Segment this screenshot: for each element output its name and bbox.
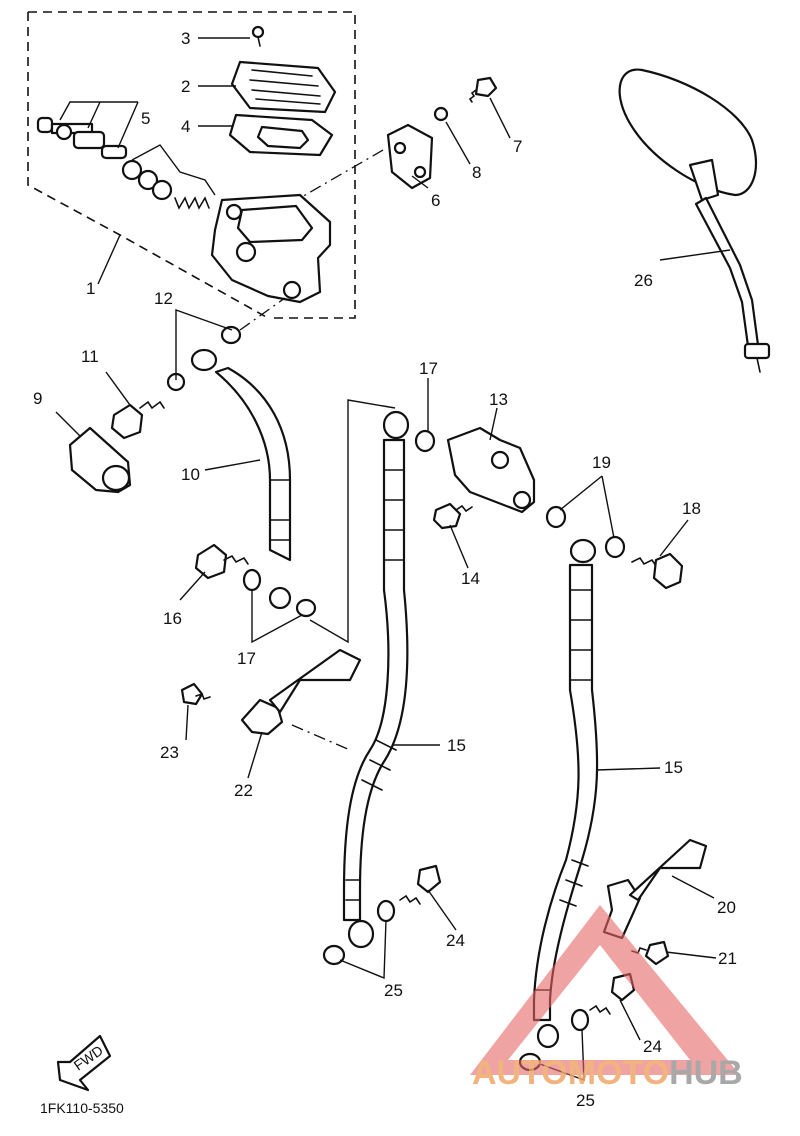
label-part-24a: 24	[446, 931, 465, 950]
label-part-14: 14	[461, 569, 480, 588]
label-part-22: 22	[234, 781, 253, 800]
label-part-7: 7	[513, 137, 522, 156]
label-part-17b: 17	[419, 359, 438, 378]
brake-hose-part-15b	[532, 538, 599, 1049]
label-part-8: 8	[472, 163, 481, 182]
label-part-1: 1	[86, 279, 95, 298]
svg-text:AUTOMOTOHUB: AUTOMOTOHUB	[472, 1054, 743, 1092]
washer-part-17c	[414, 429, 436, 453]
label-part-25b: 25	[576, 1091, 595, 1110]
piston-kit-part-5	[36, 101, 216, 210]
leader-lines	[55, 37, 731, 1082]
diaphragm-part-4	[228, 113, 334, 157]
union-bolt-part-11	[110, 400, 165, 440]
holder-part-6	[386, 123, 434, 190]
cover-part-9	[68, 426, 132, 494]
washer-part-12	[220, 325, 242, 345]
joint-part-13	[446, 426, 536, 514]
label-part-12: 12	[154, 289, 173, 308]
label-part-5: 5	[141, 109, 150, 128]
label-part-26: 26	[634, 271, 653, 290]
washer-part-8	[433, 106, 449, 122]
bolt-part-16	[194, 543, 249, 580]
label-part-11: 11	[81, 347, 99, 366]
label-part-15a: 15	[447, 736, 466, 755]
bolt-part-18	[631, 552, 684, 590]
bolt-part-7	[468, 76, 498, 103]
bolt-part-24a	[399, 864, 442, 905]
label-part-18: 18	[682, 499, 701, 518]
screw-part-23	[180, 682, 211, 706]
label-part-13: 13	[489, 390, 508, 409]
bolt-part-14	[432, 502, 473, 530]
label-part-9: 9	[33, 389, 42, 408]
reservoir-cap-part-2	[230, 60, 337, 114]
bracket-part-20	[602, 838, 708, 940]
watermark-triangle-icon	[470, 905, 740, 1075]
label-part-16: 16	[163, 609, 182, 628]
brake-hose-part-10	[190, 348, 292, 610]
clamp-part-22	[240, 648, 362, 736]
screw-part-21	[631, 940, 670, 966]
part-labels: 1 2 3 4 5 6 7 8 9 10 11 12 13 14 15 15 1…	[33, 29, 737, 1110]
label-part-3: 3	[181, 29, 190, 48]
label-part-6: 6	[431, 191, 440, 210]
watermark-text-hub: HUB	[669, 1054, 743, 1092]
label-part-20: 20	[717, 898, 736, 917]
label-part-15b: 15	[664, 758, 683, 777]
label-part-10: 10	[181, 465, 200, 484]
mirror-part-26	[618, 68, 771, 373]
label-part-19: 19	[592, 453, 611, 472]
label-part-21: 21	[718, 949, 737, 968]
watermark-logo: AUTOMOTOHUB	[470, 905, 743, 1092]
master-cylinder-body-part-1	[210, 193, 332, 304]
washers-part-19	[545, 505, 626, 559]
brake-hose-part-15a	[342, 410, 410, 949]
forward-arrow-icon: FWD	[56, 1034, 112, 1092]
connection-line	[239, 297, 286, 331]
label-part-23: 23	[160, 743, 179, 762]
label-part-17a: 17	[237, 649, 256, 668]
label-part-2: 2	[181, 77, 190, 96]
master-cylinder-group-outline	[27, 11, 356, 319]
diagram-code: 1FK110-5350	[40, 1100, 124, 1116]
screw-part-3	[251, 25, 265, 47]
label-part-25a: 25	[384, 981, 403, 1000]
watermark-text-automoto: AUTOMOTO	[472, 1054, 669, 1092]
label-part-24b: 24	[643, 1037, 662, 1056]
label-part-4: 4	[181, 117, 190, 136]
connection-line	[299, 149, 384, 199]
washers-part-25	[322, 899, 590, 1072]
connection-line	[291, 724, 351, 751]
